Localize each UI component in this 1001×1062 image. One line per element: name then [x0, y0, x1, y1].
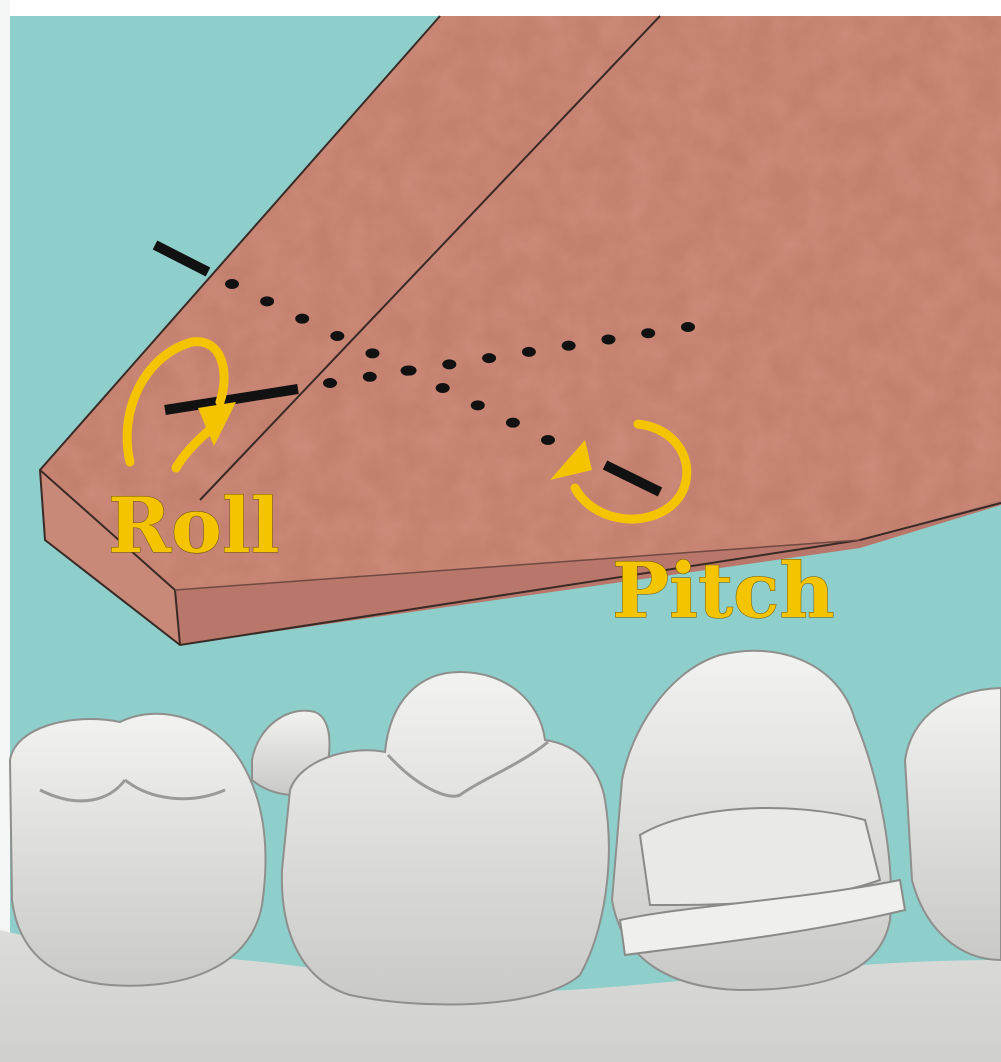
axis-dot [365, 348, 379, 358]
axis-dot [363, 372, 377, 382]
axis-dot [295, 314, 309, 324]
axis-dot [562, 341, 576, 351]
axis-dot [506, 418, 520, 428]
tooth-molar-left [10, 714, 266, 986]
axis-dot [681, 322, 695, 332]
pitch-label: Pitch [612, 546, 835, 635]
left-margin-strip [0, 0, 10, 1062]
axis-dot [471, 400, 485, 410]
roll-label: Roll [108, 481, 280, 570]
axis-dot [601, 334, 615, 344]
axis-dot [330, 331, 344, 341]
axis-dot [436, 383, 450, 393]
axis-dot [482, 353, 496, 363]
axis-dot [260, 296, 274, 306]
axis-dot [442, 359, 456, 369]
axis-dot [323, 378, 337, 388]
axis-dot [541, 435, 555, 445]
axis-dot [522, 347, 536, 357]
axis-dot [403, 366, 417, 376]
axis-dot [225, 279, 239, 289]
axis-dot [641, 328, 655, 338]
